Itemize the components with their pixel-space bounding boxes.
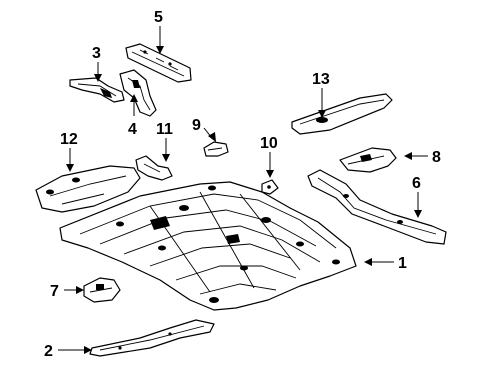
part-10-clip [261,179,279,195]
callout-5: 5 [154,9,163,26]
callout-7: 7 [50,283,59,300]
part-13-crossmember [291,93,393,135]
part-6-rail [307,169,447,245]
callout-4: 4 [128,121,137,138]
part-12-panel [35,165,141,213]
callout-10: 10 [260,135,278,152]
part-11-bracket [135,155,173,181]
callout-9: 9 [192,117,201,134]
callout-2: 2 [44,343,53,360]
callout-8: 8 [432,149,441,166]
callout-1: 1 [398,255,407,272]
part-8-bracket [339,147,397,173]
part-5-rail [125,43,192,83]
callout-3: 3 [92,45,101,62]
callout-labels: 5 3 4 13 9 11 10 12 8 6 1 7 2 [44,9,441,360]
callout-11: 11 [156,121,173,138]
part-3-bracket [69,77,125,103]
part-7-bracket [83,277,121,303]
part-2-rail [89,319,215,357]
part-1-floor-pan [59,181,357,311]
callout-6: 6 [412,175,421,192]
callout-12: 12 [60,131,78,148]
callout-13: 13 [312,71,330,88]
part-9-bracket [203,141,229,157]
part-4-bracket [119,69,157,117]
leader-lines [58,26,428,354]
